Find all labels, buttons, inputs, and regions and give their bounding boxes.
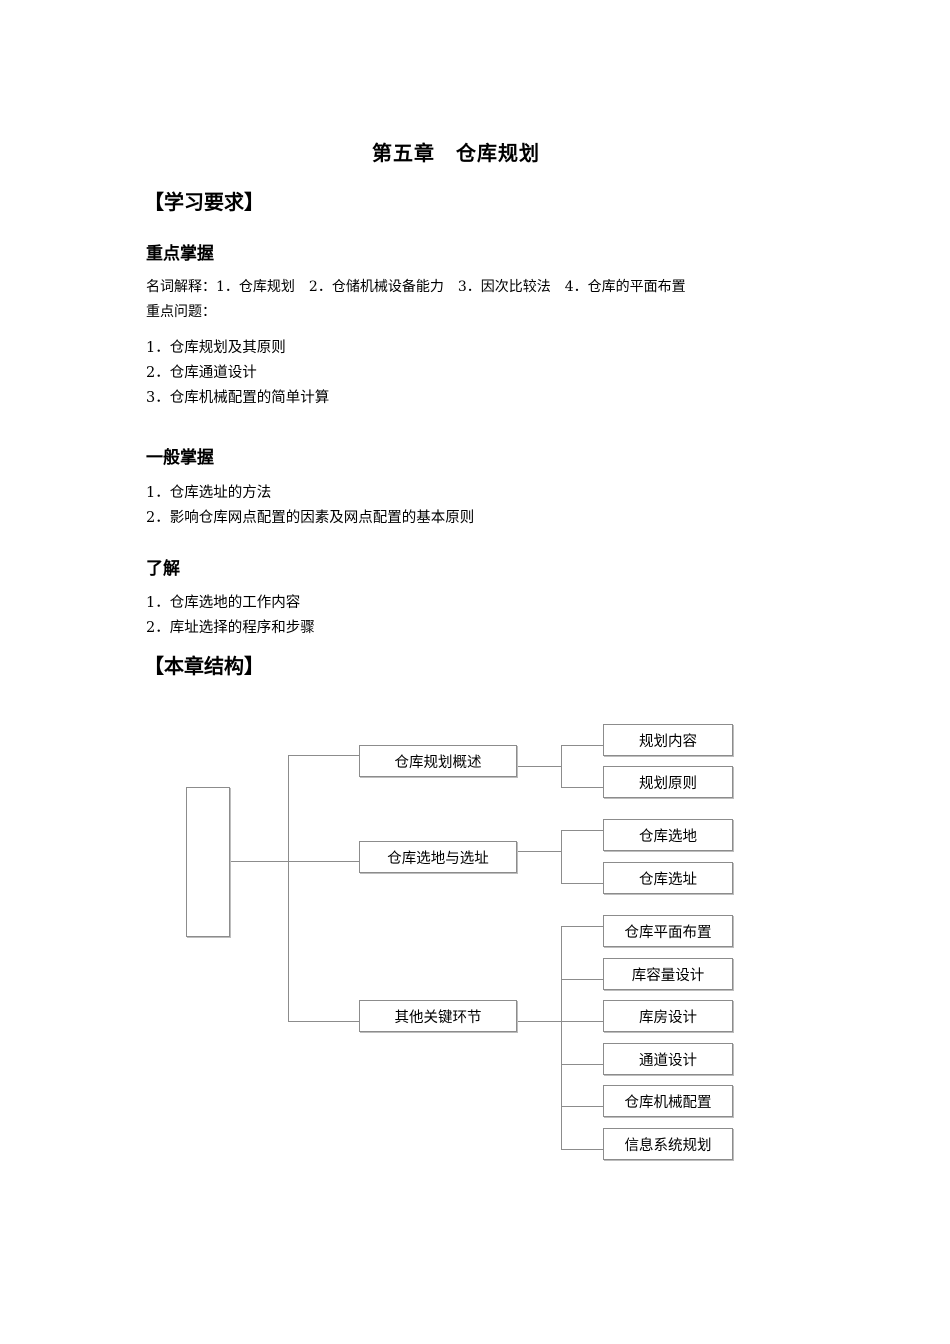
connector: [561, 745, 562, 787]
connector: [561, 1064, 603, 1065]
leaf-box: 规划内容: [603, 724, 733, 756]
branch-box: 仓库规划概述: [359, 745, 517, 777]
general-mastery-heading: 一般掌握: [146, 448, 214, 468]
key-mastery-heading: 重点掌握: [146, 244, 214, 264]
understand-heading: 了解: [146, 559, 180, 579]
general-item-1: 1．仓库选址的方法: [146, 485, 272, 501]
key-terms-line: 名词解释：1．仓库规划 2．仓储机械设备能力 3．因次比较法 4．仓库的平面布置: [146, 279, 686, 295]
leaf-box: 规划原则: [603, 766, 733, 798]
section-heading-structure: 【本章结构】: [144, 654, 264, 678]
connector: [561, 830, 603, 831]
leaf-box: 信息系统规划: [603, 1128, 733, 1160]
key-problems-label: 重点问题：: [146, 304, 216, 320]
connector: [561, 1021, 603, 1022]
connector: [288, 1021, 359, 1022]
understand-item-2: 2．库址选择的程序和步骤: [146, 620, 315, 636]
key-item-3: 3．仓库机械配置的简单计算: [146, 390, 330, 406]
connector: [229, 861, 288, 862]
connector: [288, 861, 359, 862]
connector: [561, 830, 562, 883]
key-item-1: 1．仓库规划及其原则: [146, 340, 286, 356]
leaf-box: 库容量设计: [603, 958, 733, 990]
connector: [561, 883, 603, 884]
connector: [517, 851, 561, 852]
connector: [288, 755, 359, 756]
key-item-2: 2．仓库通道设计: [146, 365, 257, 381]
connector: [517, 1021, 561, 1022]
general-item-2: 2．影响仓库网点配置的因素及网点配置的基本原则: [146, 510, 475, 526]
branch-box: 其他关键环节: [359, 1000, 517, 1032]
connector: [561, 926, 603, 927]
section-heading-requirements: 【学习要求】: [144, 190, 264, 214]
leaf-box: 通道设计: [603, 1043, 733, 1075]
leaf-box: 仓库平面布置: [603, 915, 733, 947]
understand-item-1: 1．仓库选地的工作内容: [146, 595, 301, 611]
leaf-box: 仓库选地: [603, 819, 733, 851]
connector: [561, 926, 562, 1149]
leaf-box: 仓库选址: [603, 862, 733, 894]
connector: [561, 745, 603, 746]
branch-box: 仓库选地与选址: [359, 841, 517, 873]
connector: [561, 787, 603, 788]
leaf-box: 库房设计: [603, 1000, 733, 1032]
page-title: 第五章 仓库规划: [372, 141, 540, 165]
connector: [561, 979, 603, 980]
connector: [517, 766, 561, 767]
connector: [288, 755, 289, 1022]
connector: [561, 1149, 603, 1150]
root-box: [186, 787, 230, 937]
connector: [561, 1106, 603, 1107]
leaf-box: 仓库机械配置: [603, 1085, 733, 1117]
